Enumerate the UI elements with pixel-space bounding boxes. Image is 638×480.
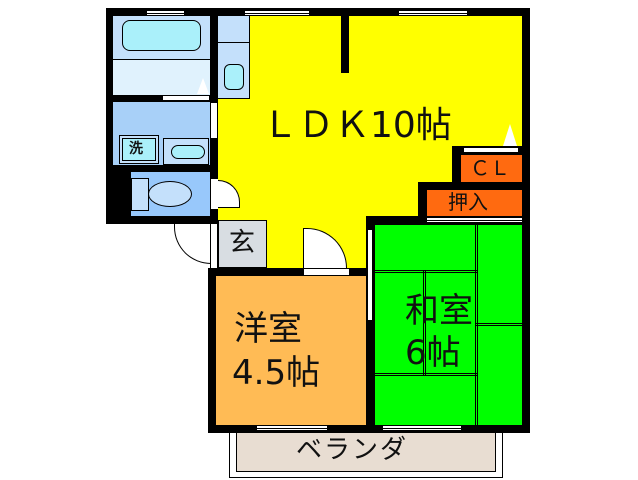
japanese-label-line2: 6帖 bbox=[405, 333, 461, 373]
western-door-opening bbox=[303, 268, 350, 276]
toilet-door-opening-2 bbox=[210, 179, 218, 209]
japanese-room bbox=[374, 224, 524, 427]
tatami-mat bbox=[374, 224, 478, 273]
toilet-bowl-icon bbox=[148, 181, 192, 207]
door-swing-icon bbox=[197, 78, 209, 94]
western-label-line1: 洋室 bbox=[234, 309, 302, 349]
bath-floor bbox=[113, 59, 210, 95]
japanese-window bbox=[383, 425, 461, 431]
entrance bbox=[218, 220, 267, 268]
tatami-mat bbox=[374, 270, 426, 376]
bathtub-icon bbox=[122, 20, 201, 51]
ldk-window bbox=[399, 10, 467, 16]
bath-door-opening bbox=[162, 95, 210, 101]
wall-right bbox=[522, 8, 530, 233]
oshiire-japanese-window bbox=[427, 217, 522, 223]
tatami-mat bbox=[374, 373, 478, 427]
kitchen-window bbox=[245, 10, 309, 16]
tatami-mat bbox=[475, 224, 524, 326]
balcony-label: ベランダ bbox=[296, 435, 409, 465]
wall-top bbox=[106, 8, 530, 17]
kitchen-divider bbox=[218, 42, 250, 43]
japanese-sliding-door bbox=[367, 229, 373, 321]
entrance-label: 玄 bbox=[229, 228, 256, 258]
western-window bbox=[257, 425, 327, 431]
tatami-mat bbox=[475, 323, 524, 427]
toilet-tank-icon bbox=[131, 178, 149, 211]
closet-door bbox=[463, 147, 519, 153]
balcony bbox=[236, 430, 496, 472]
oshiire-label: 押入 bbox=[448, 190, 488, 214]
wall-stub bbox=[341, 16, 349, 73]
washroom-label: 洗 bbox=[129, 141, 143, 157]
sink-icon bbox=[171, 145, 205, 159]
western-label-line2: 4.5帖 bbox=[232, 353, 321, 393]
wash-sliding-door-2 bbox=[210, 103, 218, 138]
washing-machine-area: 洗 bbox=[119, 135, 159, 164]
closet-label: ＣＬ bbox=[470, 156, 510, 180]
japanese-label-line1: 和室 bbox=[405, 291, 473, 331]
closet bbox=[461, 155, 522, 182]
front-door-swing-icon bbox=[174, 224, 211, 264]
bath-window bbox=[147, 10, 184, 16]
closet-door-swing-icon bbox=[503, 124, 517, 146]
kitchen-sink-icon bbox=[224, 64, 244, 90]
oshiire bbox=[427, 190, 522, 217]
western-room bbox=[216, 276, 366, 425]
ldk-label: ＬＤＫ10帖 bbox=[262, 105, 452, 146]
front-door bbox=[210, 224, 218, 268]
